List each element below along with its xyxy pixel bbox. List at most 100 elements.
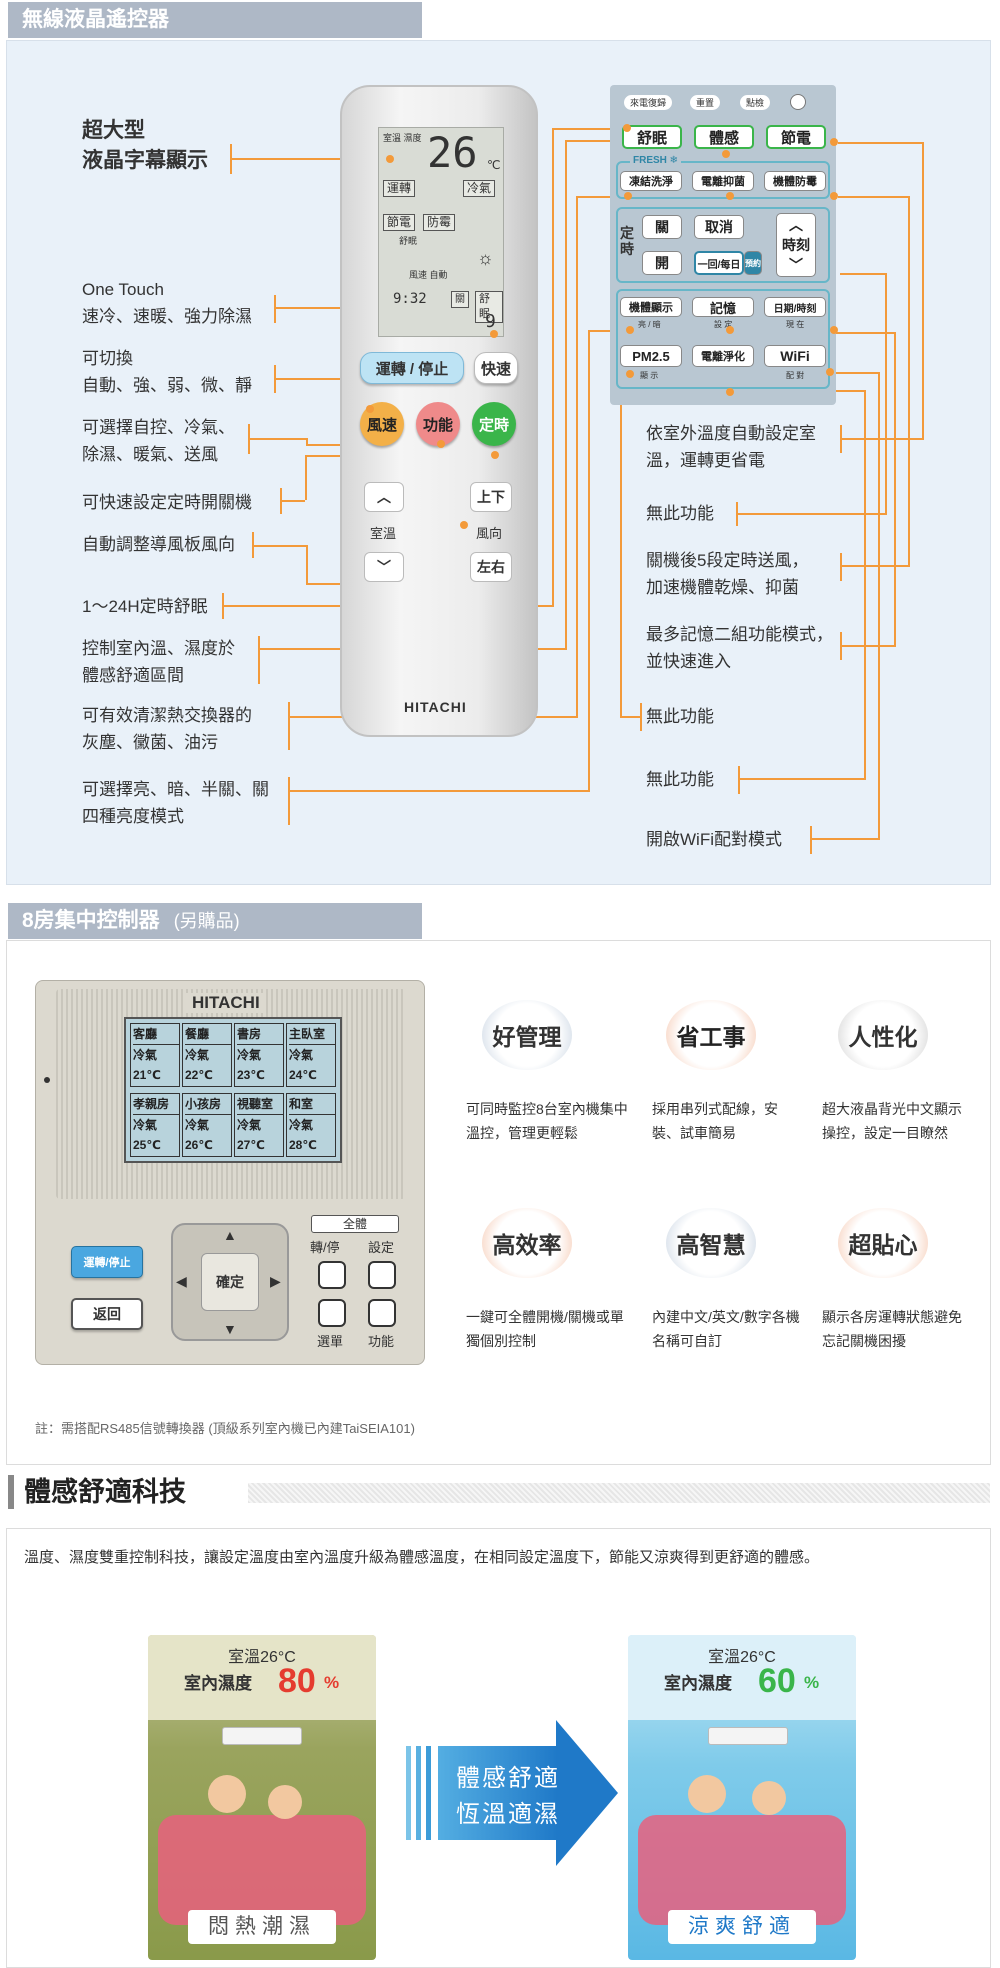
leftright-button[interactable]: 左右 bbox=[470, 552, 512, 582]
memory-sub: 設 定 bbox=[714, 320, 733, 329]
comfort-hum-pct: % bbox=[804, 1673, 820, 1692]
label-fan-2: 自動、強、弱、微、靜 bbox=[82, 376, 252, 395]
all-run-button[interactable] bbox=[318, 1261, 346, 1289]
memory-key[interactable]: 記憶 bbox=[692, 297, 754, 317]
pm25-key[interactable]: PM2.5 bbox=[620, 345, 682, 367]
label-none-1: 無此功能 bbox=[646, 504, 714, 523]
temp-down-button[interactable]: ﹀ bbox=[364, 552, 404, 582]
mold-key[interactable]: 機體防霉 bbox=[764, 171, 826, 191]
room-temp: 26℃ bbox=[185, 1138, 213, 1152]
dpad-right-icon[interactable]: ▶ bbox=[270, 1273, 281, 1289]
updown-button[interactable]: 上下 bbox=[470, 482, 512, 512]
indicator-recall: 來電復歸 bbox=[624, 95, 673, 110]
label-comfort-2: 體感舒適區間 bbox=[82, 666, 184, 685]
humid-caption: 悶熱潮濕 bbox=[188, 1910, 336, 1944]
clock-label: 時刻 bbox=[782, 237, 810, 253]
indicator-check: 點檢 bbox=[740, 95, 771, 110]
dpad[interactable]: ▲ ▼ ◀ ▶ 確定 bbox=[171, 1223, 289, 1341]
ion-key[interactable]: 電離抑菌 bbox=[692, 171, 754, 191]
label-large-lcd-2: 液晶字幕顯示 bbox=[82, 149, 208, 172]
room-name: 客廳 bbox=[133, 1024, 179, 1045]
timer-on-key[interactable]: 開 bbox=[642, 251, 682, 275]
freeze-clean-key[interactable]: 凍結洗淨 bbox=[620, 171, 682, 191]
feature-badge-3: 人性化 bbox=[838, 1000, 928, 1070]
label-large-lcd-1: 超大型 bbox=[82, 119, 145, 142]
temp-up-button[interactable]: ︿ bbox=[364, 482, 404, 512]
reserve-key[interactable]: 預約 bbox=[744, 251, 762, 275]
feature-desc-3: 超大液晶背光中文顯示操控，設定一目瞭然 bbox=[822, 1101, 962, 1141]
purify-key[interactable]: 電離淨化 bbox=[692, 345, 754, 367]
ac-unit-icon-2 bbox=[708, 1727, 788, 1745]
lcd-small: 舒眠 bbox=[399, 236, 418, 246]
room-mode: 冷氣 bbox=[185, 1118, 210, 1132]
lcd-sleep: 舒眠 bbox=[475, 291, 503, 323]
day-key[interactable]: 一回/每日 bbox=[694, 251, 744, 275]
comfort-hum-value: 60 bbox=[758, 1662, 796, 1700]
remote-brand: HITACHI bbox=[404, 699, 467, 715]
controller-run-button[interactable]: 運轉/停止 bbox=[71, 1246, 143, 1278]
run-stop-button[interactable]: 運轉 / 停止 bbox=[360, 352, 464, 384]
feel-key[interactable]: 體感 bbox=[694, 125, 754, 149]
label-none-3: 無此功能 bbox=[646, 770, 714, 789]
feature-badge-6: 超貼心 bbox=[838, 1208, 928, 1278]
menu-label: 選單 bbox=[317, 1334, 344, 1349]
save-key[interactable]: 節電 bbox=[766, 125, 826, 149]
lcd-temp: 26 bbox=[427, 128, 478, 177]
sleep-key[interactable]: 舒眠 bbox=[622, 125, 682, 149]
fresh-label: FRESH ❄ bbox=[630, 155, 682, 166]
dpad-down-icon[interactable]: ▼ bbox=[223, 1321, 237, 1337]
function-label: 功能 bbox=[368, 1334, 395, 1349]
controller-title: 8房集中控制器 bbox=[22, 909, 160, 932]
timer-off-key[interactable]: 關 bbox=[642, 215, 682, 239]
humid-pct: % bbox=[324, 1673, 340, 1692]
clock-down-icon: ﹀ bbox=[789, 257, 803, 273]
label-mode-2: 除濕、暖氣、送風 bbox=[82, 445, 218, 464]
lcd-off: 關 bbox=[451, 291, 469, 308]
comfort-description: 溫度、濕度雙重控制科技，讓設定溫度由室內溫度升級為體感溫度，在相同設定溫度下，節… bbox=[24, 1549, 820, 1566]
family-icon bbox=[208, 1775, 246, 1813]
setting-button[interactable] bbox=[368, 1261, 396, 1289]
section-title-comfort: 體感舒適科技 bbox=[8, 1475, 186, 1509]
room-temp: 27℃ bbox=[237, 1138, 265, 1152]
arrow-text-2: 恆溫適濕 bbox=[456, 1801, 560, 1828]
fan-speed-button[interactable]: 風速 bbox=[360, 402, 404, 446]
wifi-key[interactable]: WiFi bbox=[764, 345, 826, 367]
label-fan-1: 可切換 bbox=[82, 349, 133, 368]
display-key[interactable]: 機體顯示 bbox=[620, 297, 682, 317]
date-key[interactable]: 日期/時刻 bbox=[764, 297, 826, 317]
label-comfort-1: 控制室內溫、濕度於 bbox=[82, 639, 235, 658]
dpad-left-icon[interactable]: ◀ bbox=[176, 1273, 187, 1289]
label-wifi: 開啟WiFi配對模式 bbox=[646, 830, 782, 849]
section-title-text: 無線液晶遙控器 bbox=[22, 8, 169, 31]
timer-button[interactable]: 定時 bbox=[472, 402, 516, 446]
label-none-2: 無此功能 bbox=[646, 707, 714, 726]
dpad-up-icon[interactable]: ▲ bbox=[223, 1227, 237, 1243]
feature-desc-4: 一鍵可全體開機/關機或單獨個別控制 bbox=[466, 1309, 624, 1349]
sofa-icon-2 bbox=[638, 1815, 846, 1925]
lcd-run: 運轉 bbox=[383, 180, 416, 197]
room-name: 孝親房 bbox=[133, 1094, 179, 1115]
louver-label: 風向 bbox=[476, 526, 503, 541]
room-name: 視聽室 bbox=[237, 1094, 283, 1115]
lcd-fan: 風速 自動 bbox=[409, 270, 448, 280]
back-button[interactable]: 返回 bbox=[71, 1298, 143, 1330]
timer-cancel-key[interactable]: 取消 bbox=[694, 215, 744, 239]
humid-label: 室內濕度 bbox=[184, 1674, 252, 1693]
feature-badge-1: 好管理 bbox=[482, 1000, 572, 1070]
ac-unit-icon bbox=[222, 1727, 302, 1745]
menu-button[interactable] bbox=[318, 1299, 346, 1327]
clock-key[interactable]: ︿時刻﹀ bbox=[776, 213, 816, 277]
fast-button[interactable]: 快速 bbox=[474, 352, 518, 384]
humid-card: 室溫26°C 室內濕度 80 % 悶熱潮濕 bbox=[148, 1635, 376, 1960]
controller-panel bbox=[6, 940, 991, 1465]
ok-button[interactable]: 確定 bbox=[201, 1253, 259, 1311]
date-sub: 現 在 bbox=[786, 320, 805, 329]
room-temp-label: 室溫 bbox=[370, 526, 397, 541]
function-button-ctrl[interactable] bbox=[368, 1299, 396, 1327]
function-button[interactable]: 功能 bbox=[416, 402, 460, 446]
